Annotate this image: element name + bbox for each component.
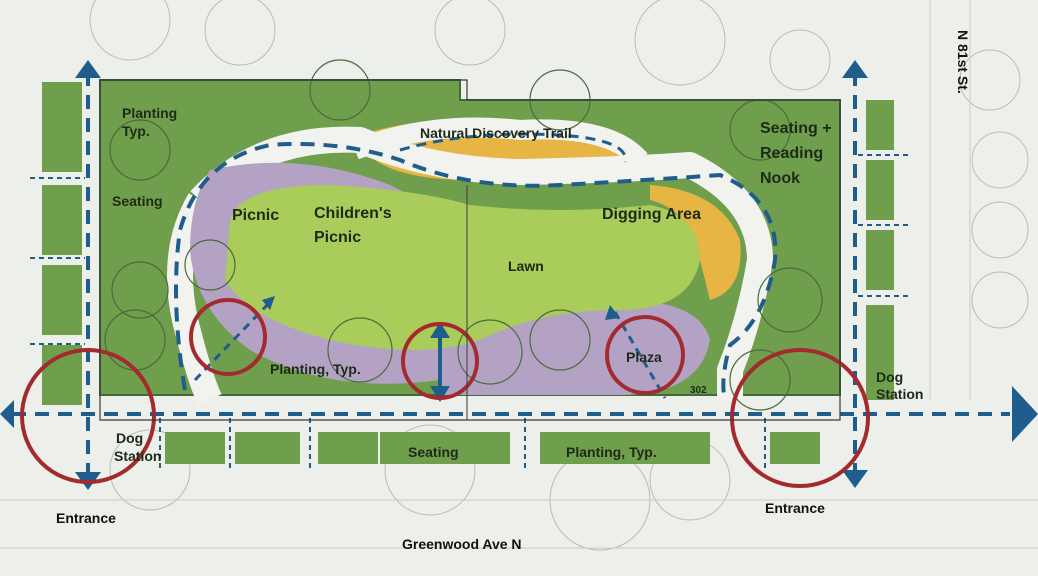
side-connection-arrows — [30, 154, 910, 345]
park-trees — [104, 59, 823, 411]
trail-loop — [399, 132, 627, 163]
label-seating-west: Seating — [112, 193, 163, 209]
label-plaza: Plaza — [626, 349, 662, 365]
surrounding-trees — [89, 0, 1029, 551]
center-south-arrow — [430, 386, 450, 402]
center-north-arrow — [430, 322, 450, 338]
south-strip-plantings — [165, 432, 820, 464]
west-north-arrow — [75, 60, 101, 78]
label-entrance-west: Entrance — [56, 510, 116, 526]
walking-loop — [167, 126, 773, 406]
focus-circle-plaza — [605, 315, 685, 395]
lawn — [225, 185, 700, 350]
east-axis-arrow — [1012, 386, 1038, 442]
label-seating-nook-2: Reading — [760, 145, 823, 162]
circulation-loop — [174, 142, 778, 401]
label-dog-east-1: Dog — [876, 369, 903, 385]
label-seating-nook-3: Nook — [760, 170, 800, 187]
label-seating-south: Seating — [408, 444, 459, 460]
west-strip-plantings — [42, 82, 82, 405]
east-north-arrow — [842, 60, 868, 78]
focus-circles — [20, 298, 870, 488]
label-childrens-1: Children's — [314, 205, 392, 222]
label-planting-mid: Planting, Typ. — [270, 361, 361, 377]
label-digging: Digging Area — [602, 206, 701, 223]
focus-circle-sw-entrance — [20, 348, 156, 484]
label-contour: 302 — [690, 385, 707, 396]
plaza-diagonal-arrow — [613, 311, 667, 399]
label-planting-south: Planting, Typ. — [566, 444, 657, 460]
street-east: N 81st St. — [955, 30, 971, 94]
label-lawn: Lawn — [508, 258, 544, 274]
walking-loop-inner — [351, 117, 648, 167]
plaza-diagonal-head — [605, 305, 620, 320]
label-dog-west-1: Dog — [116, 430, 143, 446]
focus-circle-center — [401, 322, 479, 400]
label-planting-nw: Planting — [122, 105, 177, 121]
picnic-diagonal-head — [262, 296, 275, 310]
label-childrens-2: Picnic — [314, 229, 361, 246]
focus-circle-picnic — [189, 298, 267, 376]
west-axis-arrow — [0, 400, 14, 428]
label-planting-nw-2: Typ. — [122, 123, 150, 139]
label-dog-east-2: Station — [876, 386, 923, 402]
label-dog-west-2: Station — [114, 448, 161, 464]
focus-circle-se-entrance — [730, 348, 870, 488]
east-strip-plantings — [866, 100, 894, 400]
street-south: Greenwood Ave N — [402, 536, 522, 552]
site-boundary — [99, 79, 841, 421]
label-natural-trail: Natural Discovery Trail — [420, 125, 572, 141]
label-seating-nook-1: Seating + — [760, 120, 832, 137]
label-entrance-east: Entrance — [765, 500, 825, 516]
east-south-arrow — [842, 470, 868, 488]
street-lines — [0, 0, 1038, 549]
label-picnic: Picnic — [232, 207, 279, 224]
